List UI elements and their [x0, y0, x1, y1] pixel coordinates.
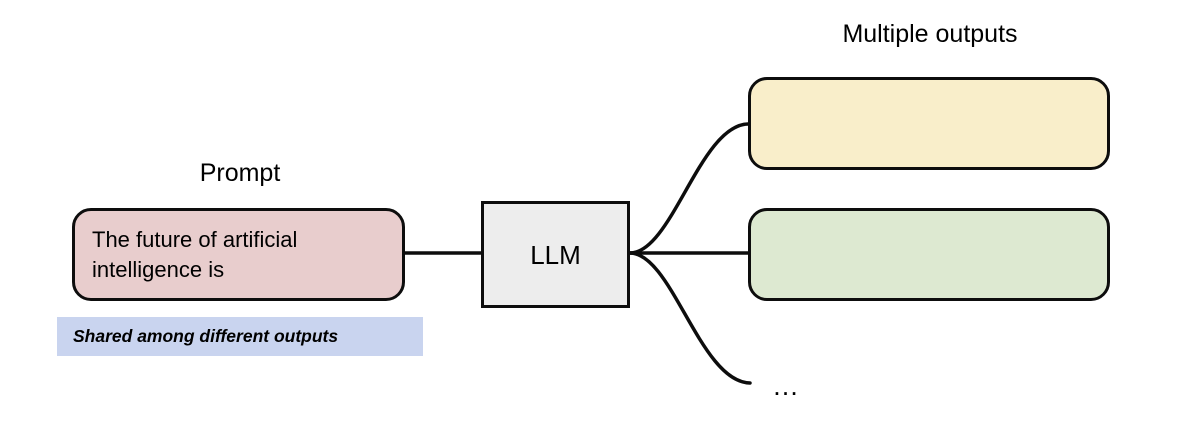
output-box-2 [748, 208, 1110, 301]
edge-llm-to-more [628, 251, 752, 385]
prompt-text: The future of artificial intelligence is [92, 227, 298, 282]
prompt-caption: Prompt [199, 159, 281, 187]
edge-llm-to-output-1 [628, 122, 750, 255]
more-outputs-ellipsis: … [772, 371, 801, 401]
output-box-1 [748, 77, 1110, 170]
prompt-box: The future of artificial intelligence is [72, 208, 405, 301]
shared-note-text: Shared among different outputs [73, 325, 339, 346]
llm-label: LLM [530, 239, 581, 270]
shared-note-banner: Shared among different outputs [57, 317, 423, 356]
outputs-caption: Multiple outputs [842, 20, 1018, 48]
llm-box: LLM [481, 201, 630, 308]
